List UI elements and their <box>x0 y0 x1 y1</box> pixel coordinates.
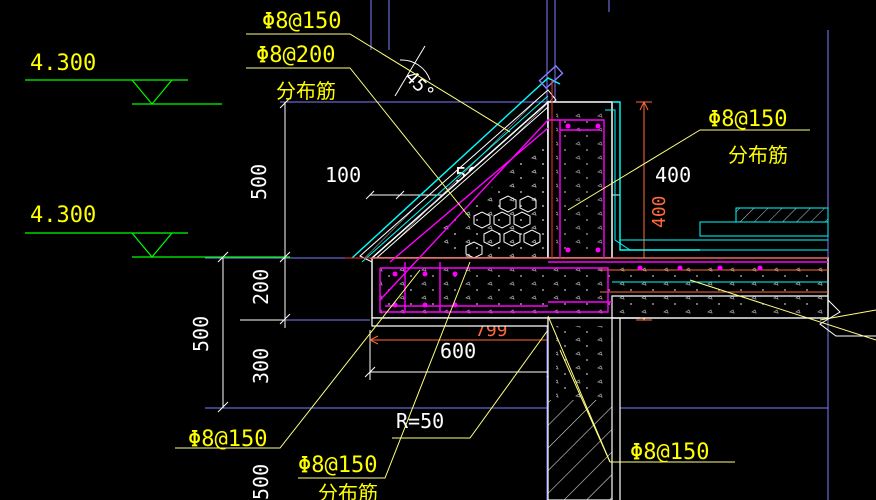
radius-label: R=50 <box>396 409 444 433</box>
distribution-bar-label-bottom: 分布筋 <box>318 481 378 500</box>
rebar-label-bottom-right: Φ8@150 <box>630 440 709 465</box>
elevation-label-lower: 4.300 <box>30 203 96 228</box>
dimension-400-vertical: 400 <box>649 195 670 228</box>
leader-lines <box>175 33 876 479</box>
dimension-400: 400 <box>655 163 691 187</box>
dimension-200-left: 200 <box>249 269 273 305</box>
rebar-label-right: Φ8@150 <box>708 107 787 132</box>
elevation-label-upper: 4.300 <box>30 51 96 76</box>
dimension-chain-left <box>217 97 291 413</box>
right-break-line <box>819 299 876 337</box>
elevation-marker-upper: 4.300 <box>25 51 222 105</box>
wall-below <box>371 295 828 500</box>
sloped-roof-layers <box>351 64 564 263</box>
rebar-label-bottom-left: Φ8@150 <box>188 427 267 452</box>
dimension-300-left: 300 <box>249 348 273 384</box>
rebar-dots <box>392 123 763 308</box>
rebar-label-top-1: Φ8@150 <box>262 9 341 34</box>
distribution-bar-label-right: 分布筋 <box>728 143 788 167</box>
rebar-label-bottom-mid: Φ8@150 <box>298 453 377 478</box>
dimension-600: 600 <box>440 339 476 363</box>
rebar-label-top-2: Φ8@200 <box>256 43 335 68</box>
roof-build-up-right <box>620 207 829 251</box>
section-line <box>345 80 828 259</box>
dimension-500-left-upper: 500 <box>247 164 271 200</box>
dimension-100: 100 <box>325 163 361 187</box>
dimension-500-left-lower: 500 <box>189 316 213 352</box>
distribution-bar-label-top: 分布筋 <box>276 79 336 103</box>
angle-label: 45° <box>400 67 438 105</box>
elevation-marker-lower: 4.300 <box>25 203 290 258</box>
dimension-500-bottom-edge: 500 <box>249 464 273 500</box>
parapet-upstand <box>547 101 700 259</box>
